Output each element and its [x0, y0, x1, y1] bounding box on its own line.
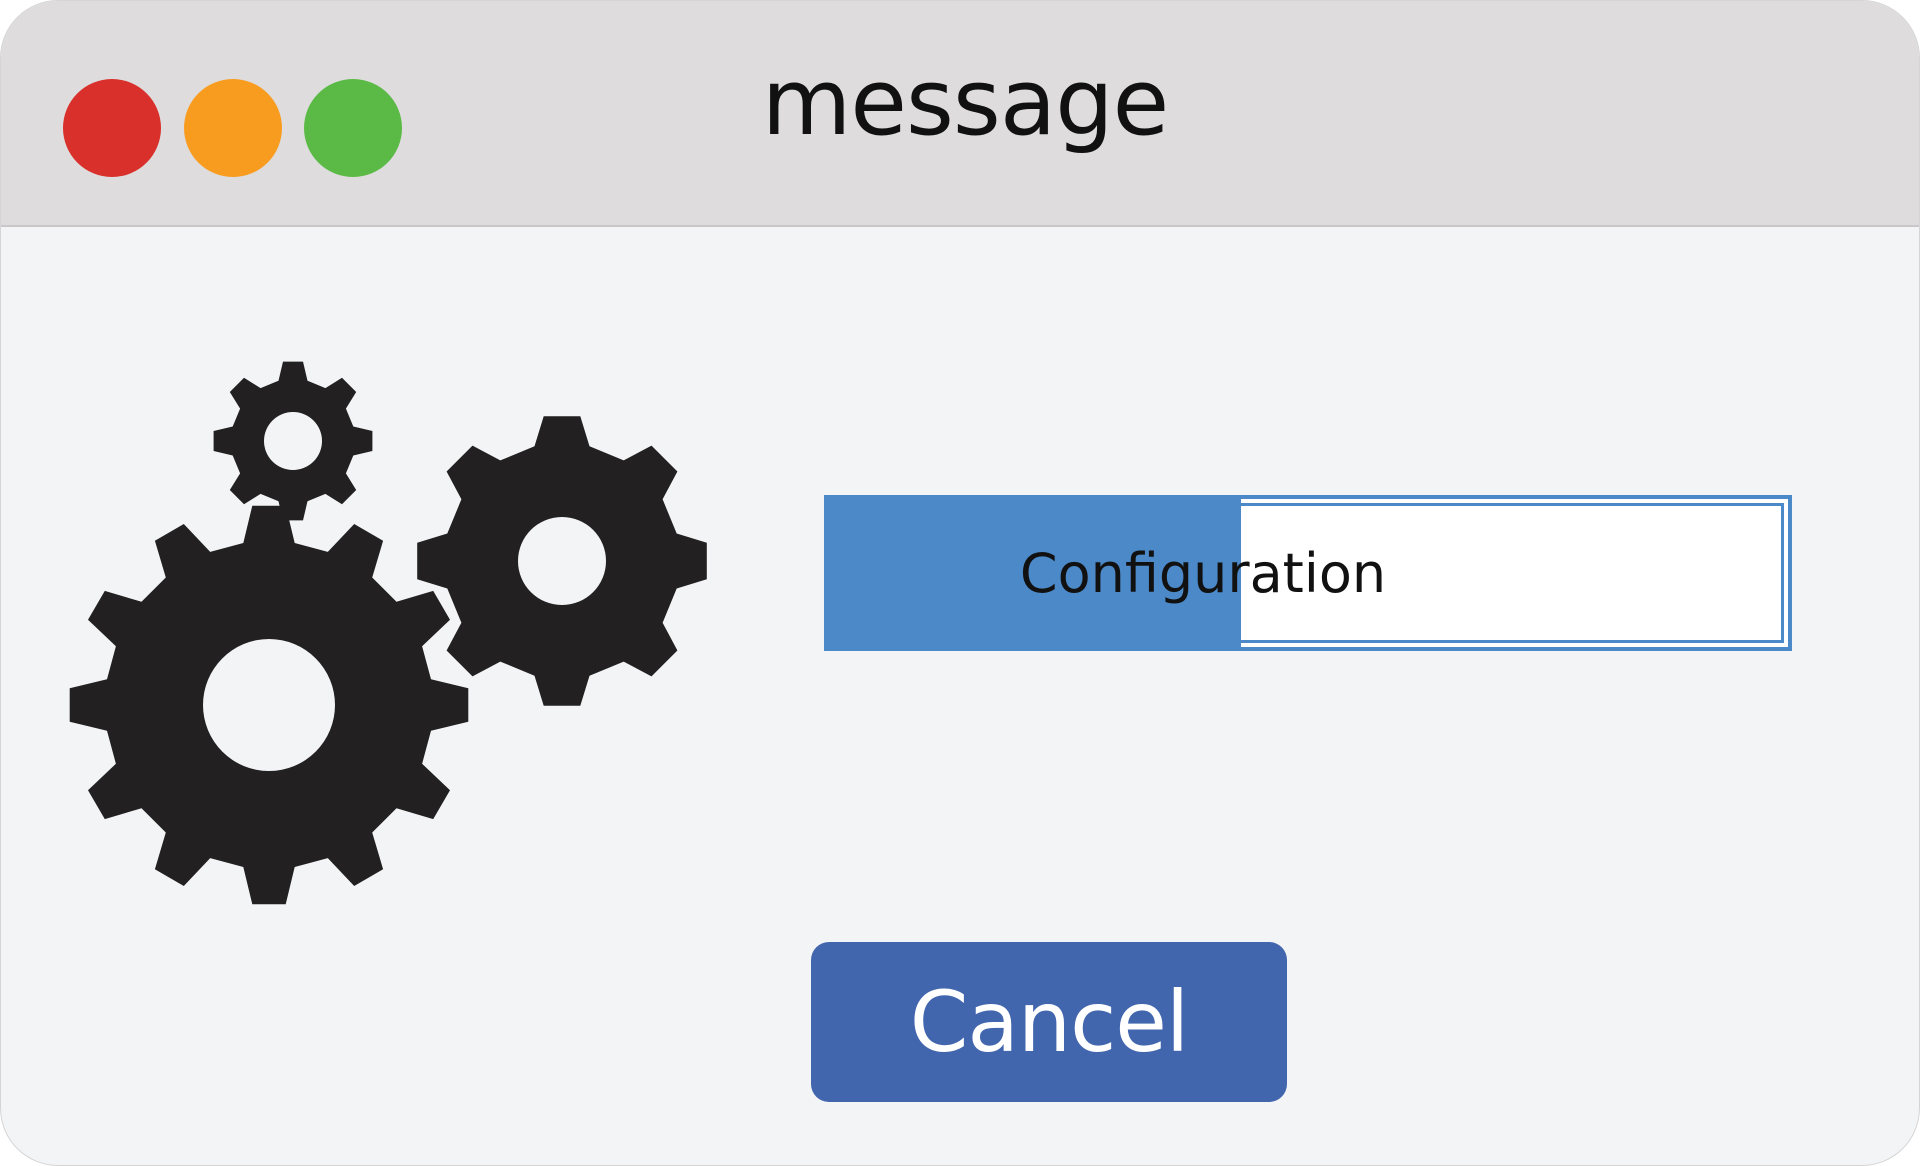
progress-fill	[828, 499, 1241, 647]
progress-label: Configuration	[1019, 541, 1387, 605]
close-button[interactable]	[63, 79, 161, 177]
small-gear-icon	[213, 361, 373, 521]
maximize-button[interactable]	[304, 79, 402, 177]
configuration-progress-bar: Configuration	[824, 495, 1792, 651]
window-title: message	[761, 49, 1169, 156]
cancel-button[interactable]: Cancel	[811, 942, 1287, 1102]
title-bar[interactable]: message	[1, 1, 1919, 227]
medium-gear-icon	[417, 416, 707, 706]
minimize-button[interactable]	[184, 79, 282, 177]
gear-large-hole	[203, 639, 335, 771]
gears-icon	[69, 361, 707, 905]
large-gear-icon	[69, 505, 469, 905]
gear-medium-hole	[518, 517, 606, 605]
gear-small-hole	[264, 412, 322, 470]
